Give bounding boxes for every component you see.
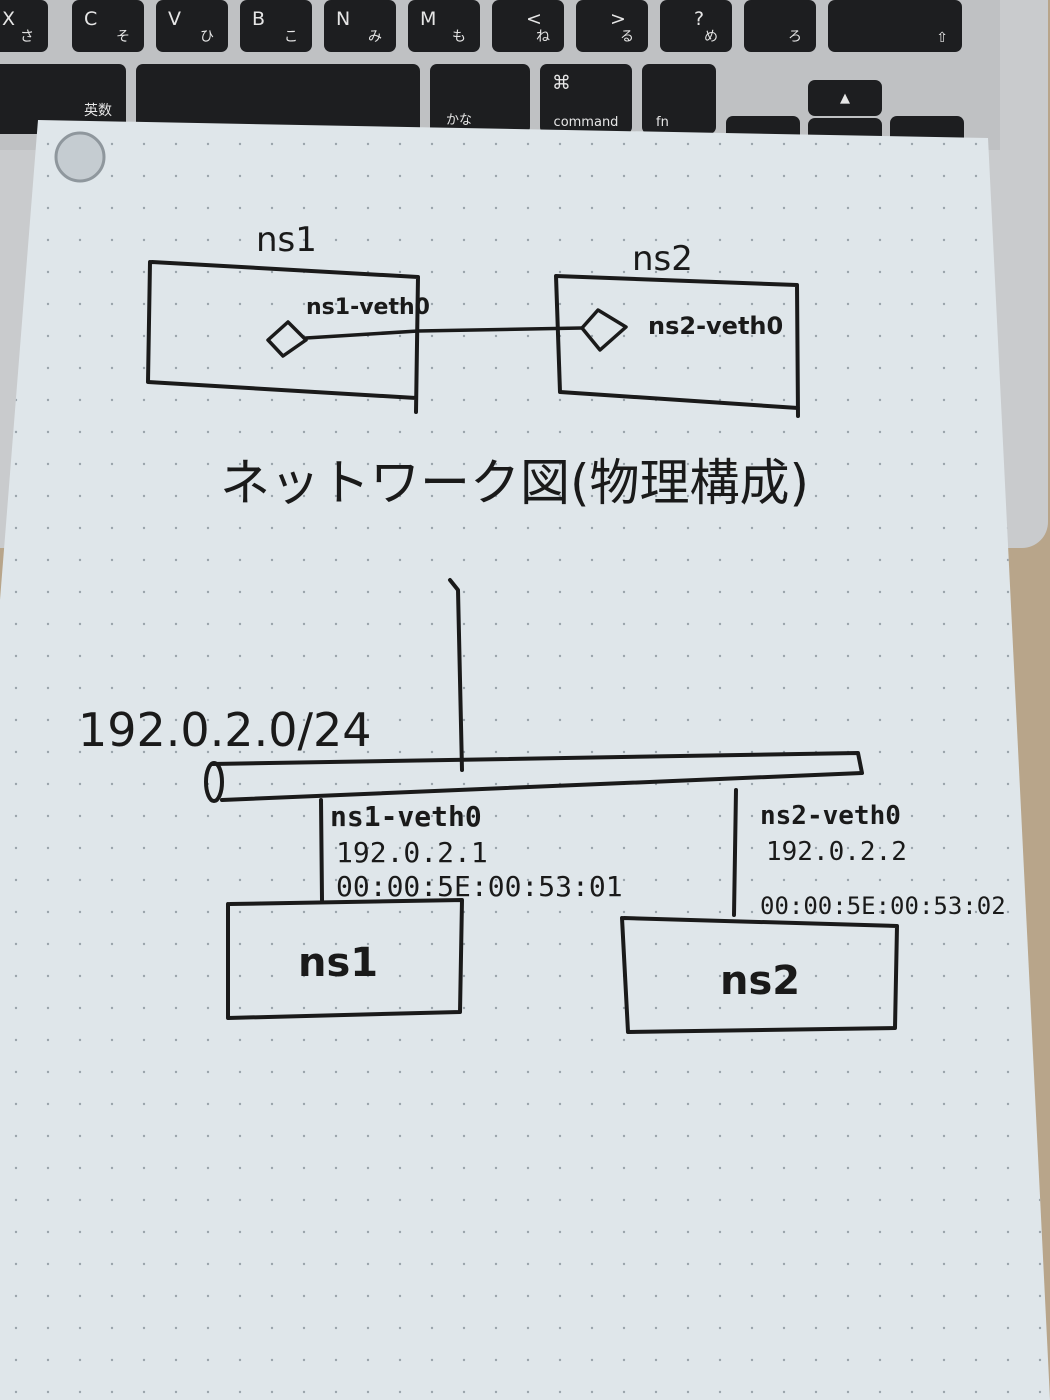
- ns1-box-label: ns1: [298, 940, 378, 986]
- ns2-box: [620, 916, 899, 1034]
- diagram-title: ネットワーク図(物理構成): [220, 454, 809, 512]
- ns1-veth0-port-icon: [266, 320, 308, 358]
- physical-ns1-veth0-label: ns1-veth0: [306, 295, 430, 320]
- key-command: ⌘ command: [540, 64, 632, 134]
- board-hole: [54, 131, 106, 183]
- key-x: X さ: [0, 0, 48, 52]
- ns1-ip-label: 192.0.2.1: [336, 836, 488, 869]
- key-n: N み: [324, 0, 396, 52]
- ns1-drop-line: [319, 798, 324, 902]
- physical-ns2-label: ns2: [632, 239, 693, 279]
- key-comma: < ね: [492, 0, 564, 52]
- uplink-line: [448, 578, 464, 772]
- physical-diagram: [146, 260, 800, 418]
- ns2-veth0-port-icon: [580, 308, 628, 352]
- subnet-label: 192.0.2.0/24: [78, 703, 372, 757]
- key-c: C そ: [72, 0, 144, 52]
- key-kana: かな: [430, 64, 530, 134]
- key-fn: fn: [642, 64, 716, 134]
- key-period: > る: [576, 0, 648, 52]
- ns1-mac-label: 00:00:5E:00:53:01: [336, 870, 623, 903]
- logical-diagram: [204, 578, 899, 1034]
- physical-ns2-box: [554, 274, 800, 418]
- ns2-mac-label: 00:00:5E:00:53:02: [760, 892, 1006, 920]
- key-shift: ⇧: [828, 0, 962, 52]
- key-m: M も: [408, 0, 480, 52]
- ns1-box: [226, 898, 464, 1020]
- key-space: [136, 64, 420, 134]
- subnet-bus-end: [204, 761, 224, 803]
- key-ro: ろ: [744, 0, 816, 52]
- ns2-drop-line: [732, 788, 738, 917]
- key-slash: ? め: [660, 0, 732, 52]
- physical-ns1-label: ns1: [256, 220, 317, 260]
- key-v: V ひ: [156, 0, 228, 52]
- physical-ns1-box: [146, 260, 420, 414]
- physical-ns2-veth0-label: ns2-veth0: [648, 312, 783, 340]
- ns2-ip-label: 192.0.2.2: [766, 837, 907, 867]
- laptop-keyboard: X さ C そ V ひ B こ N み M も < ね > る: [0, 0, 1000, 150]
- subnet-bus: [210, 751, 864, 802]
- ns2-box-label: ns2: [720, 958, 800, 1004]
- ns2-iface-label: ns2-veth0: [760, 801, 901, 831]
- ns1-iface-label: ns1-veth0: [330, 800, 482, 833]
- key-arrow-up: ▲: [808, 80, 882, 116]
- key-b: B こ: [240, 0, 312, 52]
- veth-pair-link: [304, 326, 584, 340]
